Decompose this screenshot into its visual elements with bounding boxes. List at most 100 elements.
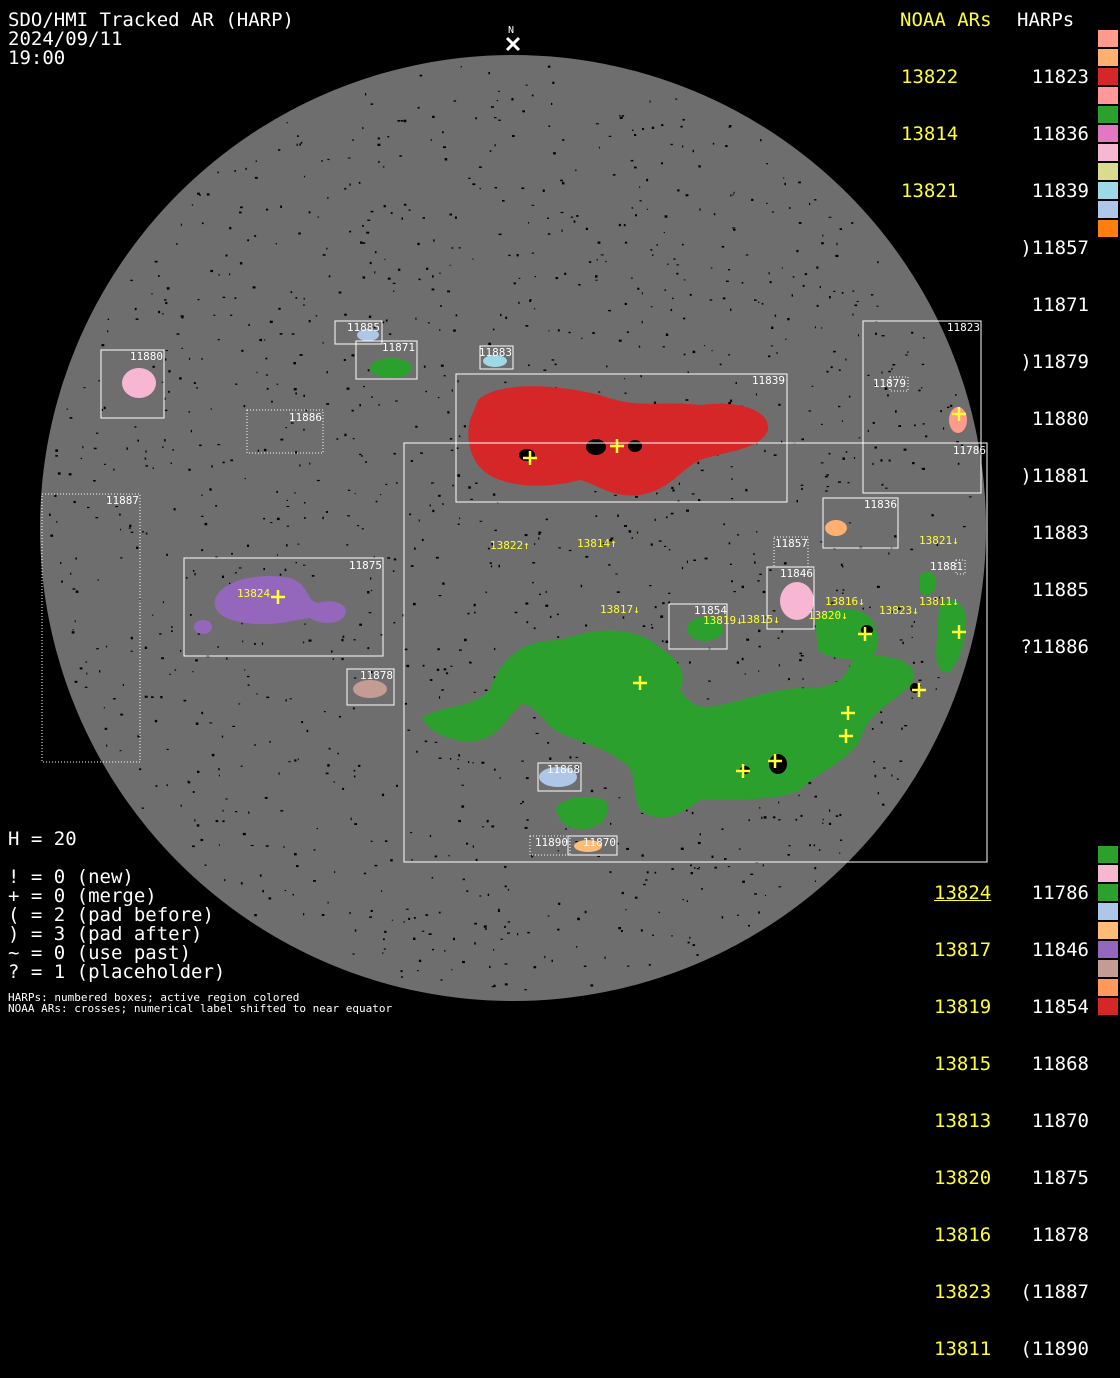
north-x-icon [505, 36, 521, 52]
noaa-cross [736, 764, 750, 778]
harp-box-11880[interactable] [100, 349, 165, 419]
region-11854 [687, 617, 723, 641]
region-11786 [422, 630, 915, 818]
harp-box-11881[interactable] [955, 559, 966, 575]
noaa-item: 13811 [934, 1338, 992, 1360]
harp-label: 11871 [382, 341, 415, 354]
noaa-item: 13821 [901, 180, 959, 202]
noaa-item: 13820 [934, 1167, 992, 1189]
harp-item: 11878 [1031, 1224, 1089, 1246]
harp-box-11878[interactable] [346, 668, 395, 706]
region-11885 [357, 329, 379, 341]
harp-box-11871[interactable] [355, 340, 418, 380]
harp-item: (11890 [1020, 1338, 1089, 1360]
harp-box-11883[interactable] [479, 345, 514, 370]
stat-merge: + = 0 (merge) [8, 885, 157, 907]
noaa-label: 13822↑ [490, 539, 530, 552]
harp-label: 11870 [583, 836, 616, 849]
harp-label: 11786 [953, 444, 986, 457]
region-11878 [353, 680, 387, 698]
color-swatch [1098, 846, 1118, 863]
noaa-label: 13824 [237, 587, 270, 600]
harp-label: 11886 [289, 411, 322, 424]
noaa-label: 13819↓ [703, 614, 743, 627]
stat-pad-before: ( = 2 (pad before) [8, 904, 214, 926]
north-label: N [508, 25, 514, 36]
harp-label: 11857 [775, 537, 808, 550]
date-label: 2024/09/11 [8, 28, 123, 50]
noaa-cross [610, 439, 624, 453]
color-swatch [1098, 87, 1118, 104]
noaa-item: 13819 [934, 996, 992, 1018]
color-swatch [1098, 201, 1118, 218]
noaa-cross [271, 590, 285, 604]
harp-box-11823[interactable] [862, 320, 982, 494]
color-swatch [1098, 182, 1118, 199]
stat-placeholder: ? = 1 (placeholder) [8, 961, 226, 983]
region-11786-limb2 [920, 571, 937, 596]
color-swatch [1098, 922, 1118, 939]
noaa-item: 13816 [934, 1224, 992, 1246]
harp-box-11870[interactable] [567, 835, 618, 856]
page-title: SDO/HMI Tracked AR (HARP) [8, 9, 294, 31]
noaa-item: 13824 [934, 882, 992, 904]
harp-label: 11868 [547, 763, 580, 776]
noaa-cross [952, 407, 966, 421]
harp-box-11879[interactable] [889, 376, 909, 392]
color-swatch [1098, 220, 1118, 237]
harp-item: 11875 [1031, 1167, 1089, 1189]
noaa-cross [633, 676, 647, 690]
harp-item: 11880 [1031, 408, 1089, 430]
harp-box-11875[interactable] [183, 557, 384, 657]
harp-box-11885[interactable] [334, 320, 383, 345]
noaa-cross [858, 627, 872, 641]
noaa-ars-heading: NOAA ARs [900, 9, 992, 31]
harp-label: 11885 [347, 321, 380, 334]
h-count: H = 20 [8, 828, 77, 850]
harp-box-11854[interactable] [668, 603, 728, 650]
region-11875 [214, 576, 346, 625]
bottom-noaa-list: 13824 13817 13819 13815 13813 13820 1381… [934, 846, 991, 1378]
harp-box-11786[interactable] [403, 442, 988, 863]
noaa-item: 13817 [934, 939, 992, 961]
time-label: 19:00 [8, 47, 66, 69]
harp-box-11839[interactable] [455, 373, 788, 503]
harp-item: 11823 [1031, 66, 1089, 88]
region-11883 [483, 355, 507, 367]
color-swatch [1098, 30, 1118, 47]
noaa-label: 13815↓ [740, 613, 780, 626]
noaa-cross [839, 729, 853, 743]
harp-item: 11883 [1031, 522, 1089, 544]
harp-box-11836[interactable] [822, 497, 899, 549]
region-11870 [574, 840, 602, 852]
north-marker: N [505, 25, 521, 52]
harp-item: 11854 [1031, 996, 1089, 1018]
color-swatch [1098, 144, 1118, 161]
harp-item: 11786 [1031, 882, 1089, 904]
noaa-cross [768, 754, 782, 768]
region-11871 [370, 358, 412, 378]
harp-label: 11890 [535, 836, 568, 849]
harp-box-11886[interactable] [246, 409, 324, 454]
stat-use-past: ~ = 0 (use past) [8, 942, 192, 964]
noaa-label: 13820↓ [808, 609, 848, 622]
harp-labels: 11885 11871 11880 11886 11883 11839 1182… [106, 321, 986, 849]
color-swatch [1098, 960, 1118, 977]
harp-box-11846[interactable] [766, 566, 815, 630]
active-regions [122, 329, 967, 852]
color-swatch [1098, 998, 1118, 1015]
harp-box-11868[interactable] [537, 762, 582, 792]
color-swatch [1098, 941, 1118, 958]
harp-box-11887[interactable] [41, 493, 141, 763]
noaa-item: 13814 [901, 123, 959, 145]
noaa-item: 13823 [934, 1281, 992, 1303]
noaa-item: 13813 [934, 1110, 992, 1132]
harp-boxes [41, 320, 988, 863]
region-11836 [825, 520, 847, 536]
harp-label: 11839 [752, 374, 785, 387]
region-11875-w [194, 620, 212, 634]
footer-noaa-note: NOAA ARs: crosses; numerical label shift… [8, 1002, 393, 1015]
stat-pad-after: ) = 3 (pad after) [8, 923, 203, 945]
harp-box-11890[interactable] [529, 835, 571, 856]
color-swatch [1098, 106, 1118, 123]
